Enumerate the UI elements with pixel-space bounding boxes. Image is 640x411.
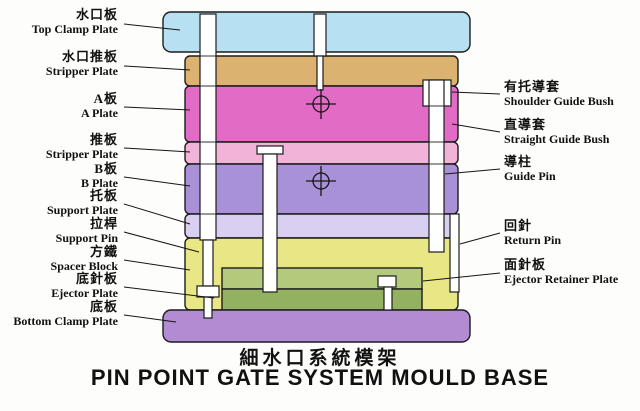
label-cn: 底針板: [75, 271, 118, 286]
label-cn: 導柱: [504, 154, 533, 169]
guide-pin-rod: [428, 79, 445, 253]
sprue-bushing: [313, 13, 327, 91]
leader-lines-left: [123, 23, 215, 323]
center-mark-icon: [306, 166, 336, 196]
stripper-plate-mid: [184, 141, 459, 165]
label-en: Stripper Plate: [45, 147, 118, 161]
center-puller-rod: [256, 145, 284, 293]
label-b-plate: B板 B Plate: [81, 161, 118, 191]
label-cn: 方鐵: [89, 244, 118, 259]
label-en: Return Pin: [504, 233, 561, 247]
label-en: Bottom Clamp Plate: [13, 314, 118, 328]
label-cn: 有托導套: [504, 79, 561, 94]
label-support-plate: 托板 Support Plate: [46, 188, 118, 218]
label-support-pin: 拉桿 Support Pin: [55, 216, 118, 246]
label-cn: 拉桿: [89, 216, 118, 231]
label-cn: B板: [94, 161, 118, 176]
label-cn: 直導套: [504, 117, 547, 132]
label-ejector-plate: 底針板 Ejector Plate: [51, 271, 118, 301]
label-en: Top Clamp Plate: [31, 22, 118, 36]
diagram-title-chinese: 細水口系統模架: [239, 348, 401, 369]
bottom-clamp-plate: [162, 309, 471, 343]
label-cn: 回針: [504, 218, 533, 233]
label-en: B Plate: [81, 176, 118, 190]
label-en: Support Plate: [46, 203, 118, 217]
label-straight-guide-bush: 直導套 Straight Guide Bush: [504, 117, 610, 147]
label-en: Stripper Plate: [45, 64, 118, 78]
diagram-title-english: PIN POINT GATE SYSTEM MOULD BASE: [90, 365, 550, 390]
label-cn: A板: [93, 91, 118, 106]
center-mark-icon: [306, 89, 336, 119]
label-en: Ejector Retainer Plate: [504, 272, 619, 286]
label-en: Shoulder Guide Bush: [504, 94, 614, 108]
label-en: Support Pin: [55, 231, 118, 245]
label-shoulder-guide-bush: 有托導套 Shoulder Guide Bush: [504, 79, 614, 109]
label-en: Spacer Block: [50, 259, 118, 273]
label-en: Guide Pin: [504, 169, 556, 183]
right-bolt: [377, 275, 397, 311]
label-bottom-clamp-plate: 底板 Bottom Clamp Plate: [13, 299, 118, 329]
label-ejector-retainer-plate: 面針板 Ejector Retainer Plate: [504, 257, 619, 287]
label-cn: 推板: [89, 132, 118, 147]
label-spacer-block: 方鐵 Spacer Block: [50, 244, 118, 274]
support-plate: [184, 213, 459, 239]
label-guide-pin: 導柱 Guide Pin: [504, 154, 556, 184]
label-en: Straight Guide Bush: [504, 132, 610, 146]
label-cn: 托板: [89, 188, 118, 203]
label-stripper-plate-top: 水口推板 Stripper Plate: [45, 49, 118, 79]
label-en: A Plate: [81, 106, 118, 120]
label-cn: 水口推板: [61, 49, 118, 64]
label-return-pin: 回針 Return Pin: [504, 218, 561, 248]
return-pin-rod: [449, 213, 460, 293]
label-stripper-plate-mid: 推板 Stripper Plate: [45, 132, 118, 162]
support-pin-rod: [199, 13, 217, 287]
label-top-clamp-plate: 水口板 Top Clamp Plate: [31, 7, 118, 37]
label-cn: 面針板: [504, 257, 547, 272]
label-cn: 底板: [89, 299, 118, 314]
label-cn: 水口板: [75, 7, 118, 22]
label-en: Ejector Plate: [51, 286, 118, 300]
leader-lines-right: [422, 91, 501, 282]
label-a-plate: A板 A Plate: [81, 91, 118, 121]
